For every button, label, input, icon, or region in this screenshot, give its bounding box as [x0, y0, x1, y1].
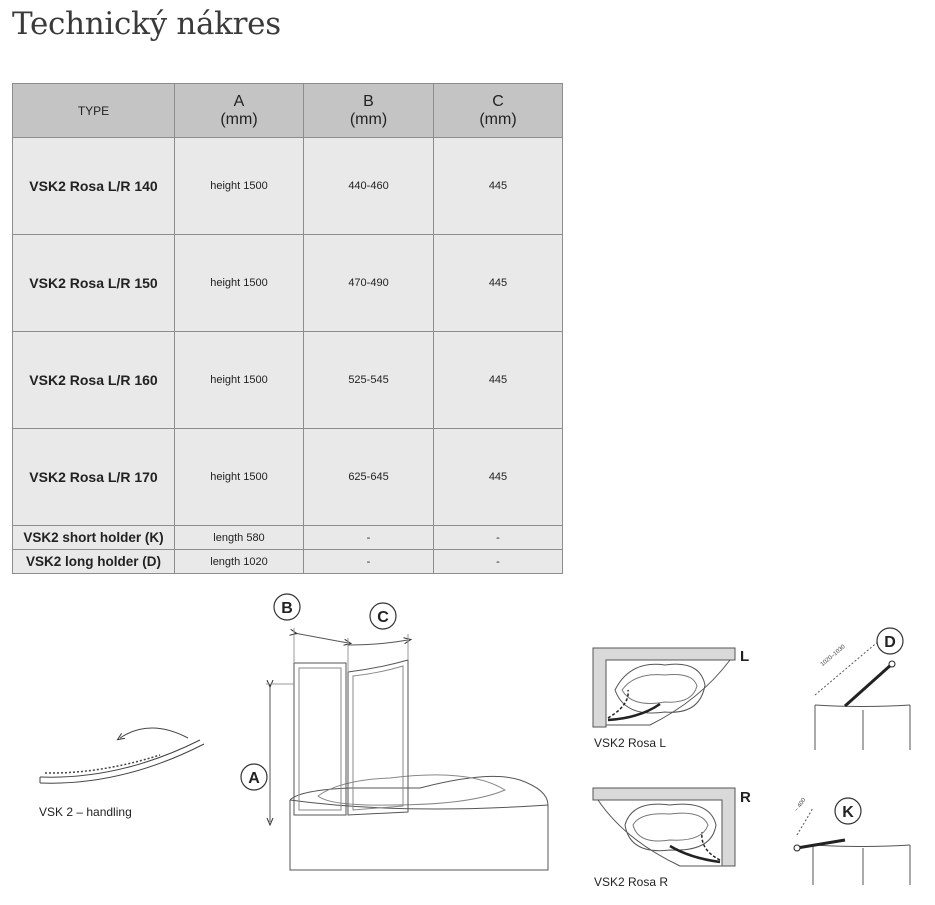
- svg-text:D: D: [884, 634, 896, 651]
- rosa-r-plan: [592, 787, 736, 867]
- table-row: VSK2 Rosa L/R 140 height 1500 440-460 44…: [12, 137, 563, 235]
- cell-c: -: [433, 549, 563, 574]
- dimension-label-b: B: [273, 593, 301, 621]
- dimension-label-a: A: [240, 763, 268, 791]
- header-c: C(mm): [433, 83, 563, 138]
- rosa-l-plan: [592, 647, 736, 728]
- cell-type: VSK2 Rosa L/R 140: [12, 137, 175, 235]
- header-type: TYPE: [12, 83, 175, 138]
- short-holder-drawing: [793, 807, 911, 885]
- handling-sketch: [39, 727, 205, 784]
- cell-type: VSK2 long holder (D): [12, 549, 175, 574]
- short-holder-dimension: ~ 400: [794, 797, 808, 813]
- holder-label-d: D: [876, 627, 904, 655]
- caption-rosa-l: VSK2 Rosa L: [594, 736, 667, 750]
- cell-b: -: [303, 525, 434, 550]
- table-row: VSK2 Rosa L/R 170 height 1500 625-645 44…: [12, 428, 563, 526]
- cell-c: 445: [433, 137, 563, 235]
- cell-type: VSK2 short holder (K): [12, 525, 175, 550]
- cell-type: VSK2 Rosa L/R 160: [12, 331, 175, 429]
- svg-text:C: C: [377, 609, 389, 626]
- table-row: VSK2 Rosa L/R 160 height 1500 525-545 44…: [12, 331, 563, 429]
- svg-text:B: B: [281, 600, 293, 617]
- caption-rosa-r: VSK2 Rosa R: [594, 875, 669, 889]
- holder-label-k: K: [834, 797, 862, 825]
- cell-b: 525-545: [303, 331, 434, 429]
- caption-handling: VSK 2 – handling: [39, 805, 132, 819]
- orientation-label-r: R: [740, 789, 751, 806]
- cell-b: -: [303, 549, 434, 574]
- page-title: Technický nákres: [12, 6, 281, 42]
- cell-b: 440-460: [303, 137, 434, 235]
- cell-a: height 1500: [174, 234, 304, 332]
- svg-text:A: A: [248, 770, 260, 787]
- cell-c: 445: [433, 331, 563, 429]
- orientation-label-l: L: [740, 648, 749, 665]
- cell-b: 625-645: [303, 428, 434, 526]
- table-row: VSK2 long holder (D) length 1020 - -: [12, 549, 563, 574]
- cell-b: 470-490: [303, 234, 434, 332]
- table-row: VSK2 Rosa L/R 150 height 1500 470-490 44…: [12, 234, 563, 332]
- cell-a: length 1020: [174, 549, 304, 574]
- cell-a: height 1500: [174, 331, 304, 429]
- header-b: B(mm): [303, 83, 434, 138]
- cell-a: height 1500: [174, 137, 304, 235]
- header-a: A(mm): [174, 83, 304, 138]
- cell-type: VSK2 Rosa L/R 170: [12, 428, 175, 526]
- bath-screen-drawing: [266, 628, 549, 871]
- cell-c: 445: [433, 234, 563, 332]
- long-holder-drawing: [814, 639, 911, 750]
- dimension-label-c: C: [369, 602, 397, 630]
- cell-type: VSK2 Rosa L/R 150: [12, 234, 175, 332]
- cell-c: 445: [433, 428, 563, 526]
- long-holder-dimension: 1020–1030: [820, 644, 847, 668]
- cell-a: height 1500: [174, 428, 304, 526]
- table-header-row: TYPE A(mm) B(mm) C(mm): [12, 83, 563, 138]
- svg-text:K: K: [842, 804, 854, 821]
- spec-table: TYPE A(mm) B(mm) C(mm) VSK2 Rosa L/R 140…: [12, 83, 563, 574]
